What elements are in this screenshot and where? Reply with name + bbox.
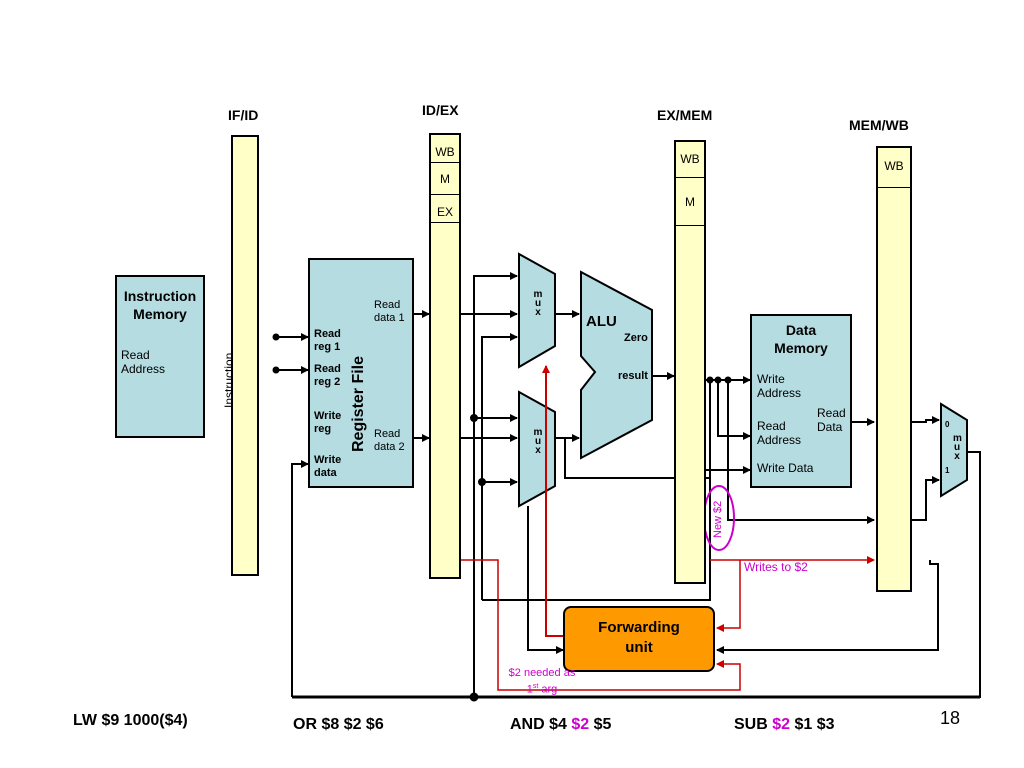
sub-highlight-reg: $2 bbox=[772, 716, 791, 733]
write-address-label-a: Write bbox=[757, 372, 785, 386]
forwarding-unit-title-1: Forwarding bbox=[598, 619, 680, 636]
if-id-title: IF/ID bbox=[228, 107, 259, 123]
read-data-1-label-a: Read bbox=[374, 299, 401, 311]
instruction-memory-title-1: Instruction bbox=[123, 288, 197, 304]
wb-mux-label: m u x bbox=[953, 433, 962, 462]
read-data-dm-label-b: Data bbox=[817, 420, 843, 434]
needed-annotation: $2 needed as 1st arg bbox=[504, 666, 580, 697]
read-reg-2-label-a: Read bbox=[314, 363, 341, 375]
or-instruction: OR $8 $2 $6 bbox=[293, 716, 384, 733]
instruction-memory: Instruction Memory Read Address bbox=[115, 275, 205, 438]
data-memory: Data Memory Write Address Read Address W… bbox=[750, 314, 852, 488]
upper-mux-shape bbox=[518, 252, 556, 369]
read-address-dm-label-b: Address bbox=[757, 433, 802, 447]
write-address-label-b: Address bbox=[757, 386, 802, 400]
forwarding-unit-title-2: unit bbox=[625, 639, 653, 656]
upper-mux-label: m u x bbox=[533, 289, 543, 318]
register-file-title: Register File bbox=[350, 355, 367, 452]
read-reg-2-label-b: reg 2 bbox=[314, 376, 341, 388]
wb-mux-one-label: 1 bbox=[945, 466, 950, 475]
write-reg-label-a: Write bbox=[314, 410, 342, 422]
mem-wb-title: MEM/WB bbox=[849, 117, 909, 133]
read-data-2-label-a: Read bbox=[374, 428, 401, 440]
needed-annotation-line-2: 1st arg bbox=[526, 683, 558, 696]
read-address-label-2: Address bbox=[121, 362, 166, 376]
mem-wb-register: WB bbox=[876, 146, 912, 592]
alu-shape bbox=[580, 270, 653, 460]
read-address-dm-label-a: Read bbox=[757, 419, 786, 433]
id-ex-ex-field: EX bbox=[431, 195, 459, 223]
instruction-label: Instruction bbox=[222, 352, 236, 408]
data-memory-title-2: Memory bbox=[774, 340, 828, 356]
read-address-label-1: Read bbox=[121, 348, 150, 362]
ex-mem-title: EX/MEM bbox=[657, 107, 713, 123]
and-highlight-reg: $2 bbox=[571, 716, 590, 733]
alu-title: ALU bbox=[586, 313, 617, 330]
wb-mux-shape bbox=[940, 402, 968, 498]
id-ex-register: WB M EX bbox=[429, 133, 461, 579]
ex-mem-m-field: M bbox=[676, 178, 704, 226]
new-reg-annotation: New $2 bbox=[712, 500, 724, 538]
read-reg-1-label-b: reg 1 bbox=[314, 341, 341, 353]
wb-mux-zero-label: 0 bbox=[945, 420, 950, 429]
register-file: Read reg 1 Read reg 2 Write reg Write da… bbox=[308, 258, 414, 488]
read-data-1-label-b: data 1 bbox=[374, 312, 405, 324]
data-memory-title-1: Data bbox=[785, 322, 817, 338]
write-data-dm-label: Write Data bbox=[757, 461, 814, 475]
instruction-memory-title-2: Memory bbox=[133, 306, 187, 322]
if-id-register bbox=[231, 135, 259, 576]
mem-wb-wb-field: WB bbox=[878, 154, 910, 188]
page-number: 18 bbox=[940, 708, 961, 728]
read-data-2-label-b: data 2 bbox=[374, 441, 405, 453]
id-ex-title: ID/EX bbox=[422, 102, 459, 118]
writes-to-annotation: Writes to $2 bbox=[744, 560, 808, 574]
lw-instruction: LW $9 1000($4) bbox=[73, 712, 188, 729]
write-data-label-a: Write bbox=[314, 454, 342, 466]
ex-mem-register: WB M bbox=[674, 140, 706, 584]
ex-mem-wb-field: WB bbox=[676, 148, 704, 178]
alu-zero-label: Zero bbox=[624, 332, 648, 344]
and-instruction: AND $4 $2 $5 bbox=[510, 716, 612, 733]
id-ex-m-field: M bbox=[431, 163, 459, 195]
needed-annotation-line-1: $2 needed as bbox=[508, 667, 576, 679]
sub-instruction: SUB $2 $1 $3 bbox=[734, 716, 835, 733]
write-data-label-b: data bbox=[314, 467, 337, 479]
read-reg-1-label-a: Read bbox=[314, 328, 341, 340]
write-reg-label-b: reg bbox=[314, 423, 332, 435]
lower-mux-label: m u x bbox=[533, 427, 543, 456]
id-ex-wb-field: WB bbox=[431, 141, 459, 163]
forwarding-unit: Forwarding unit bbox=[563, 606, 715, 672]
alu-result-label: result bbox=[618, 370, 648, 382]
read-data-dm-label-a: Read bbox=[817, 406, 846, 420]
